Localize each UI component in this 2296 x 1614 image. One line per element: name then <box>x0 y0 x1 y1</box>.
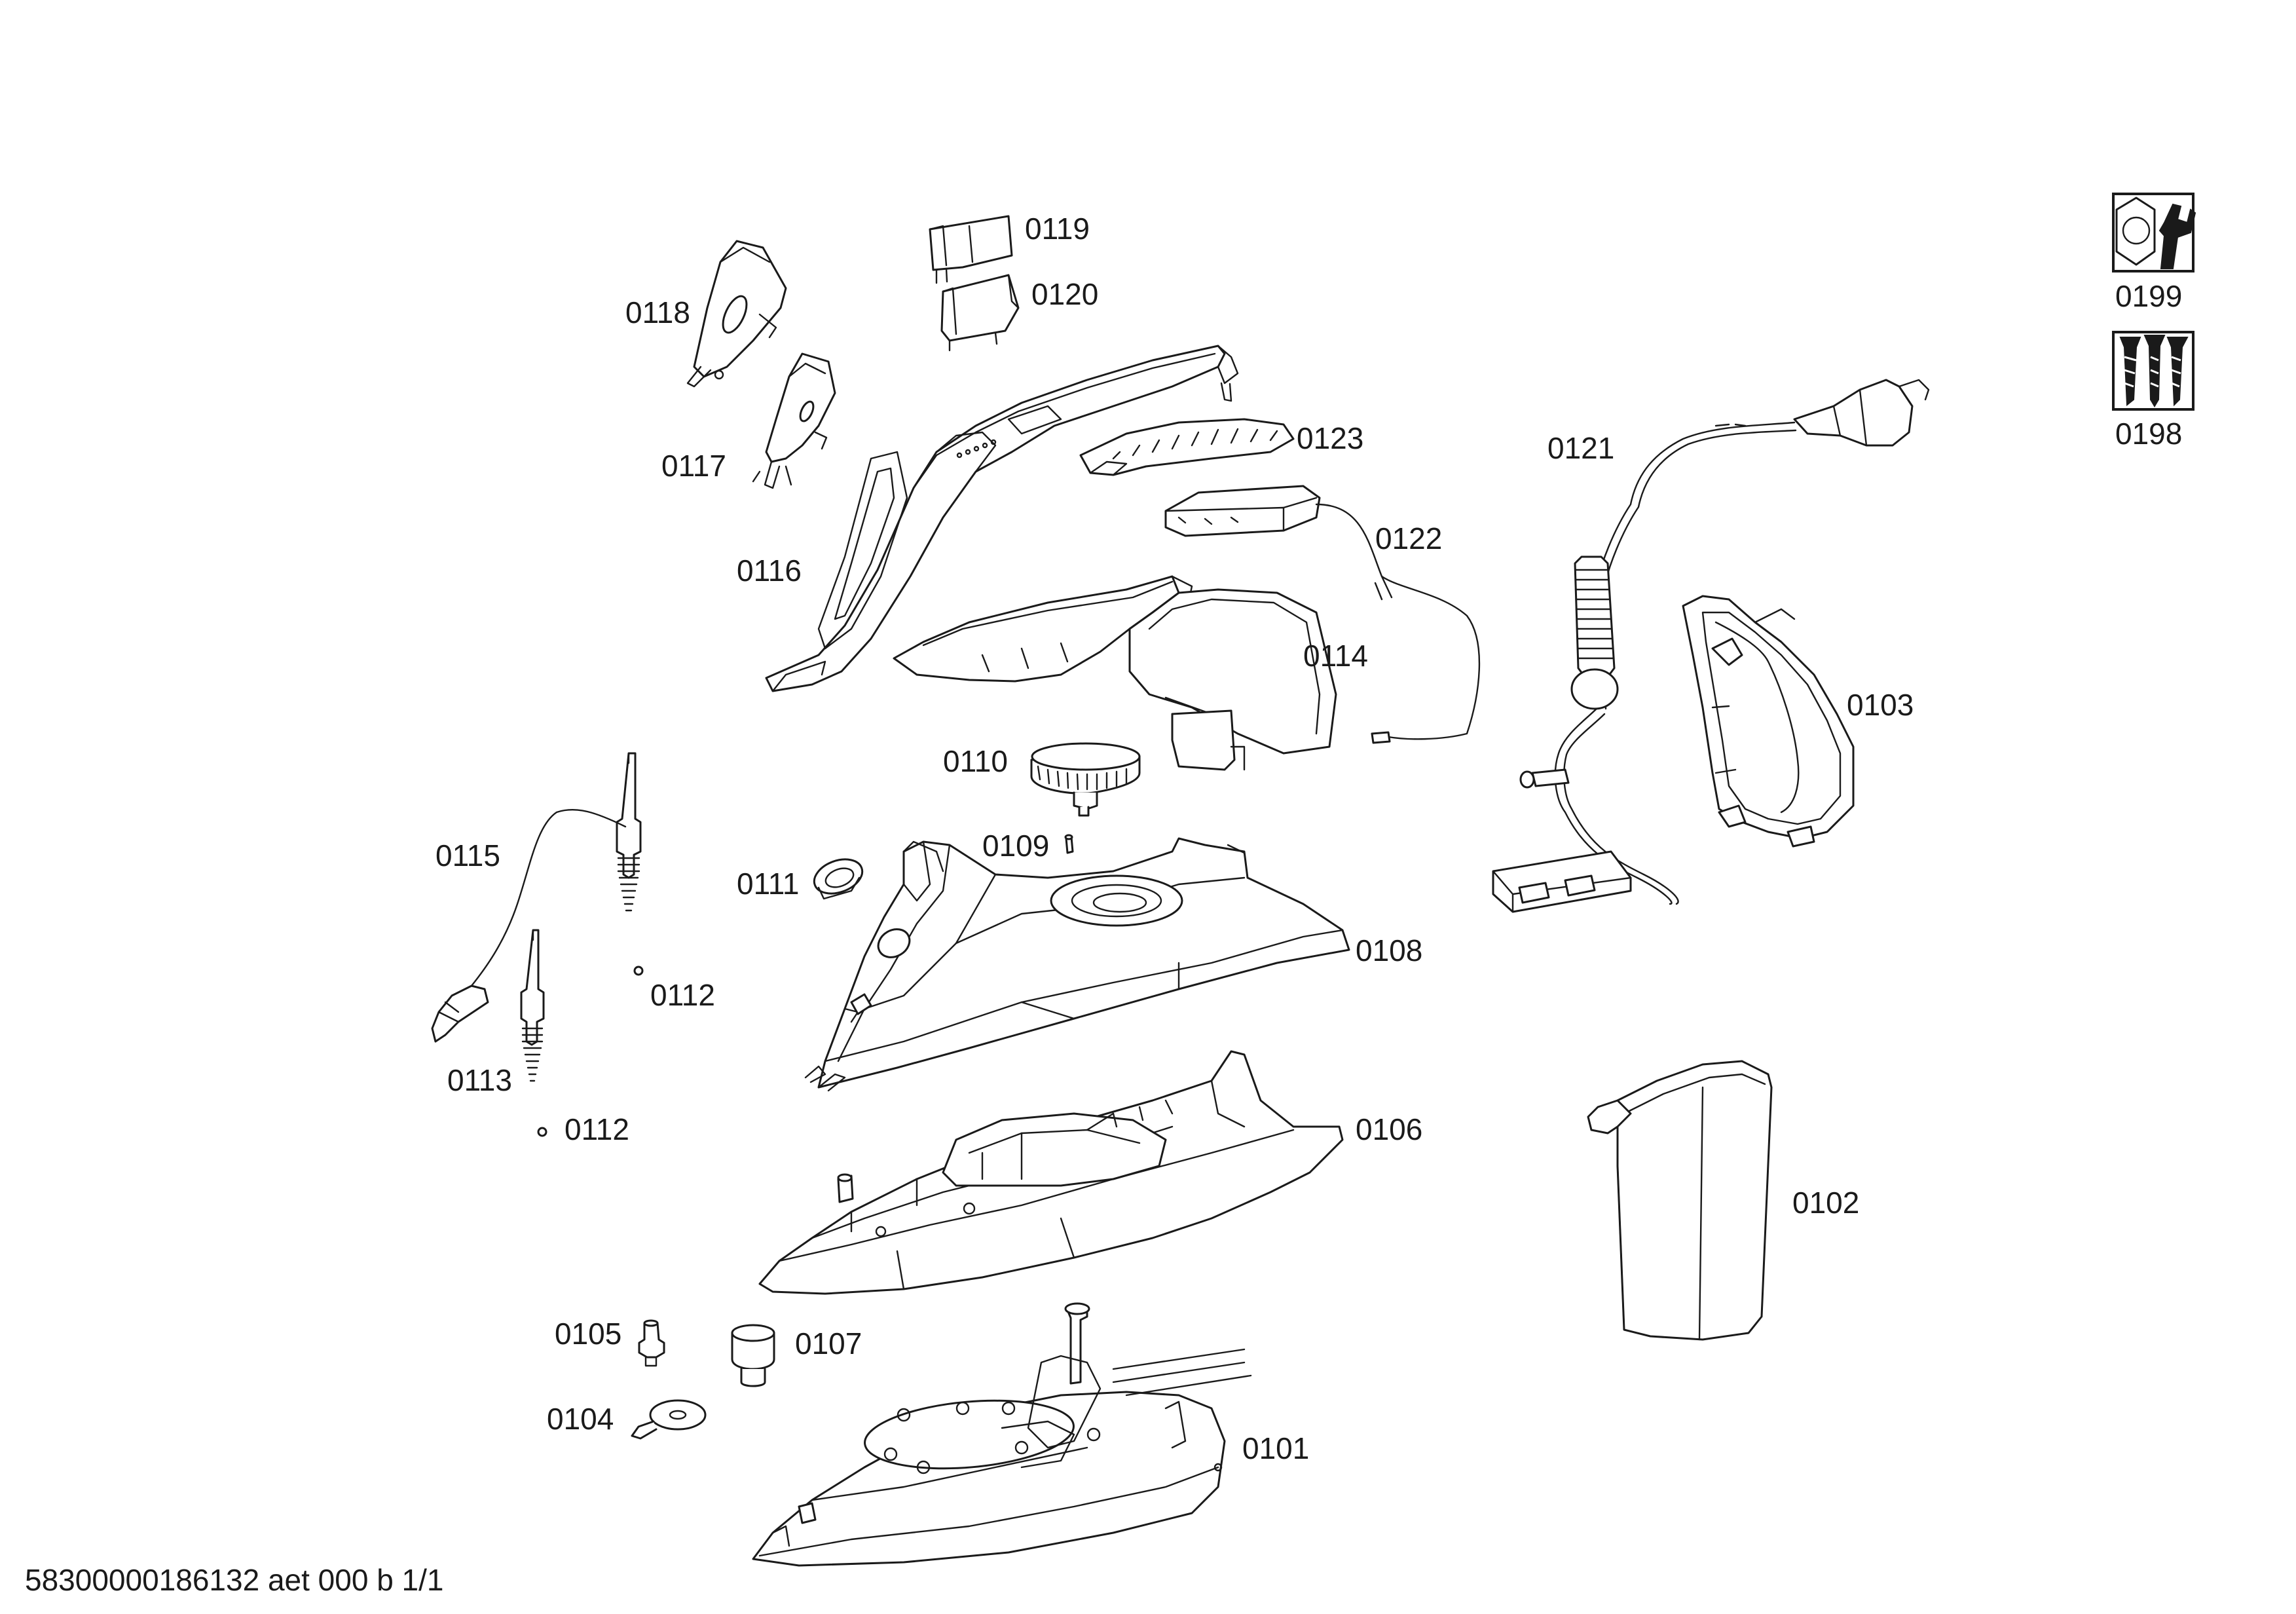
label-0119: 0119 <box>1025 212 1090 246</box>
label-0112-lower: 0112 <box>565 1112 629 1146</box>
part-0121-drawing <box>1492 379 1930 913</box>
label-0117: 0117 <box>661 449 726 483</box>
part-0112-drawing <box>537 966 644 1137</box>
label-0123: 0123 <box>1297 421 1363 455</box>
part-0114-drawing <box>893 575 1337 771</box>
part-0115-drawing <box>431 752 642 1043</box>
part-0119-drawing <box>929 215 1013 284</box>
document-code: 58300000186132 aet 000 b 1/1 <box>25 1563 444 1597</box>
part-0104-drawing <box>631 1399 707 1440</box>
part-0101-drawing <box>752 1302 1252 1567</box>
label-0105: 0105 <box>555 1317 621 1351</box>
part-0111-drawing <box>813 858 864 900</box>
label-0112-upper: 0112 <box>650 978 715 1012</box>
part-0108-drawing <box>804 837 1350 1092</box>
label-0113: 0113 <box>447 1063 512 1097</box>
label-0107: 0107 <box>795 1326 862 1361</box>
label-0114: 0114 <box>1303 639 1368 673</box>
label-0122: 0122 <box>1375 521 1442 555</box>
label-0104: 0104 <box>547 1402 614 1436</box>
part-0123-drawing <box>1079 418 1295 476</box>
part-0116-drawing <box>765 345 1239 692</box>
part-0110-drawing <box>1030 742 1141 817</box>
part-0122-drawing <box>1164 485 1481 744</box>
label-0110: 0110 <box>943 744 1008 778</box>
label-0115: 0115 <box>435 838 500 873</box>
part-0118-drawing <box>686 240 787 388</box>
label-0121: 0121 <box>1547 431 1614 465</box>
part-0103-drawing <box>1682 595 1855 848</box>
part-0105-drawing <box>638 1319 665 1367</box>
part-0109-drawing <box>1064 834 1074 854</box>
label-0198: 0198 <box>2115 417 2182 451</box>
label-0106: 0106 <box>1356 1112 1422 1146</box>
nut-wrench-icon <box>2112 193 2196 272</box>
label-0109: 0109 <box>982 829 1049 863</box>
label-0102: 0102 <box>1792 1186 1859 1220</box>
label-0111: 0111 <box>737 867 800 901</box>
part-0117-drawing <box>752 352 836 489</box>
label-0118: 0118 <box>625 295 690 329</box>
part-0102-drawing <box>1587 1060 1773 1341</box>
part-0120-drawing <box>940 274 1020 352</box>
screws-icon <box>2112 331 2194 411</box>
part-0107-drawing <box>731 1324 775 1387</box>
part-0106-drawing <box>758 1050 1344 1295</box>
label-0103: 0103 <box>1847 688 1914 722</box>
label-0108: 0108 <box>1356 933 1422 967</box>
label-0120: 0120 <box>1031 277 1098 311</box>
label-0116: 0116 <box>737 554 802 588</box>
part-0113-drawing <box>520 929 545 1082</box>
label-0199: 0199 <box>2115 279 2182 313</box>
label-0101: 0101 <box>1242 1431 1309 1465</box>
